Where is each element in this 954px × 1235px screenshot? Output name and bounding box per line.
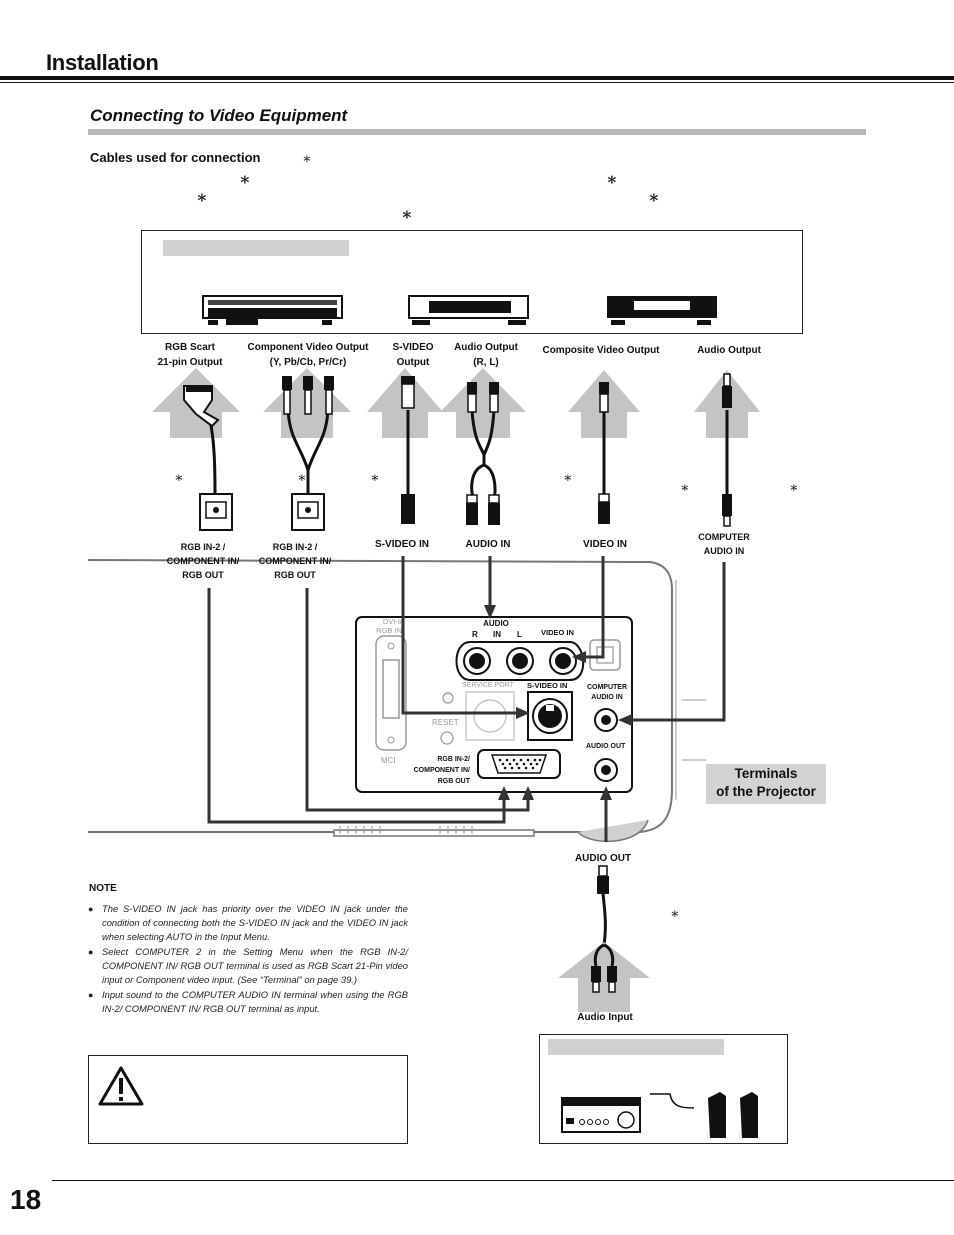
note-item: Select COMPUTER 2 in the Setting Menu wh… xyxy=(88,945,408,987)
panel-r-label: R xyxy=(472,630,478,639)
video-in-label: VIDEO IN xyxy=(583,539,627,550)
note-item: The S-VIDEO IN jack has priority over th… xyxy=(88,902,408,944)
audio-in-label: AUDIO IN xyxy=(465,539,511,550)
scart-connector xyxy=(183,385,220,428)
note-list: The S-VIDEO IN jack has priority over th… xyxy=(88,902,408,1017)
vent-grille xyxy=(339,826,473,834)
section-title: Installation xyxy=(46,50,159,75)
reset-button-icon xyxy=(440,731,454,745)
panel-svideo-label: S-VIDEO IN xyxy=(527,681,568,690)
cable-marker: ∗ xyxy=(196,188,208,208)
caution-box xyxy=(88,1055,408,1144)
svideo-plug xyxy=(401,494,415,524)
subsection-bar xyxy=(88,129,866,135)
output-label: Audio Output xyxy=(697,345,761,356)
audio-out-label: AUDIO OUT xyxy=(574,853,632,864)
panel-audio-label: AUDIO xyxy=(483,619,509,628)
note-title: NOTE xyxy=(89,883,117,894)
audio-equipment-box xyxy=(539,1034,788,1144)
svideo-plug xyxy=(401,376,415,409)
dvi-port xyxy=(375,635,407,751)
header-rule xyxy=(0,76,954,80)
audio-plugs xyxy=(466,382,500,525)
cable-marker: ∗ xyxy=(606,170,618,190)
cables-heading: Cables used for connection xyxy=(90,150,261,165)
panel-l-label: L xyxy=(517,630,522,639)
audio-input-label: Audio Input xyxy=(577,1012,633,1023)
reset-label: RESET xyxy=(432,718,459,727)
dsub-connectors xyxy=(199,493,325,531)
vcr-icon xyxy=(408,295,529,325)
panel-rgb-label: RGB IN-2/COMPONENT IN/RGB OUT xyxy=(413,756,470,785)
cable-marker: ∗ xyxy=(302,151,312,167)
cable-marker: ∗ xyxy=(401,205,413,225)
panel-in-label: IN xyxy=(493,630,501,639)
vga-port xyxy=(477,749,561,779)
arrowheads xyxy=(484,605,632,800)
cable-marker: ∗ xyxy=(680,480,690,496)
panel-audio-out-label: AUDIO OUT xyxy=(586,743,626,750)
panel-video-in-label: VIDEO IN xyxy=(541,628,574,637)
mci-label: MCI xyxy=(381,756,396,765)
footer-rule xyxy=(52,1180,954,1181)
upward-arrows xyxy=(152,368,760,438)
video-equipment-box xyxy=(141,230,803,334)
cable-marker: ∗ xyxy=(789,480,799,496)
cable-marker: ∗ xyxy=(297,470,307,486)
speaker-icon xyxy=(708,1092,758,1138)
svideo-jack xyxy=(527,691,573,741)
output-label: Audio Output(R, L) xyxy=(454,342,518,368)
warning-icon xyxy=(98,1066,144,1106)
audio-equipment-header xyxy=(548,1039,724,1055)
cable-marker: ∗ xyxy=(370,470,380,486)
output-label: Component Video Output(Y, Pb/Cb, Pr/Cr) xyxy=(247,342,369,368)
audio-input-plugs xyxy=(591,943,617,993)
service-port-label: SERVICE PORT xyxy=(462,682,514,689)
output-label: Composite Video Output xyxy=(542,345,660,356)
indicator-icon xyxy=(442,692,454,704)
component-plugs xyxy=(282,376,334,415)
audio-out-cable xyxy=(597,865,609,946)
downward-arrow xyxy=(558,942,650,1012)
amplifier-icon xyxy=(561,1097,641,1133)
rgb-in-label: RGB IN-2 /COMPONENT IN/RGB OUT xyxy=(258,542,332,580)
minijack-plugs xyxy=(722,373,732,527)
page-number: 18 xyxy=(10,1184,42,1215)
cable-marker: ∗ xyxy=(563,470,573,486)
video-disc-player-icon xyxy=(607,296,717,325)
header-rule-thin xyxy=(0,82,954,83)
subsection-title: Connecting to Video Equipment xyxy=(90,106,348,125)
cable-marker: ∗ xyxy=(239,170,251,190)
composite-plugs xyxy=(598,382,610,524)
cable-marker: ∗ xyxy=(174,470,184,486)
dvi-label: DVI-I/RGB IN xyxy=(376,617,402,635)
cable-marker: ∗ xyxy=(670,906,680,922)
svideo-in-label: S-VIDEO IN xyxy=(375,539,429,550)
video-equipment-header xyxy=(163,240,349,256)
note-item: Input sound to the COMPUTER AUDIO IN ter… xyxy=(88,988,408,1016)
rgb-in-label: RGB IN-2 /COMPONENT IN/RGB OUT xyxy=(166,542,240,580)
speaker-wire xyxy=(650,1093,695,1109)
vcr-icon xyxy=(202,295,343,325)
rca-jacks xyxy=(455,641,585,681)
cable-marker: ∗ xyxy=(648,188,660,208)
